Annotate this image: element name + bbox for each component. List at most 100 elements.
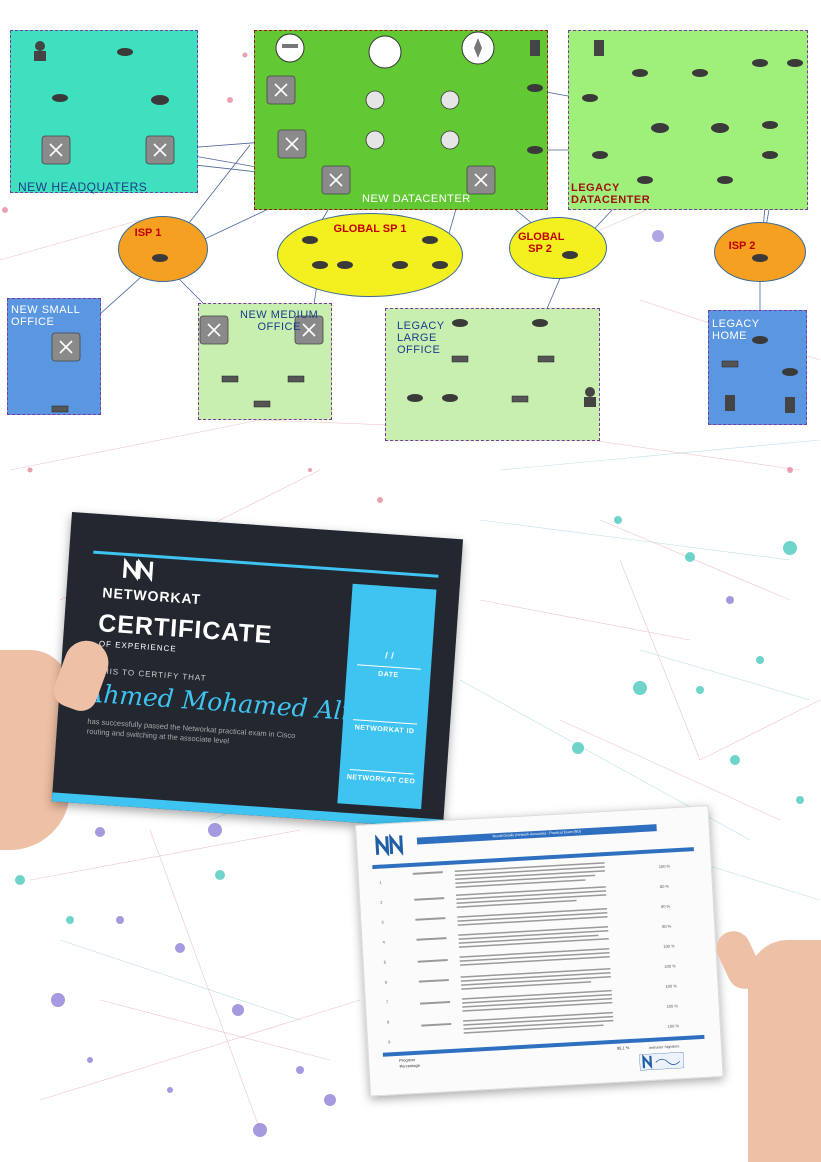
router-icon — [422, 236, 438, 244]
router-icon — [651, 123, 669, 133]
label-legacy-datacenter: LEGACY DATACENTER — [571, 182, 651, 206]
router-icon — [302, 236, 318, 244]
router-icon — [527, 84, 543, 92]
exam-report-sheet: Result Details (Network Associate) - Pra… — [355, 805, 724, 1097]
certificate-side-panel: / / DATE NETWORKAT ID NETWORKAT CEO — [337, 583, 437, 810]
certificate-brand: NETWORKAT — [101, 584, 202, 608]
user-icon — [34, 51, 46, 61]
row-pct: 100 % — [666, 1003, 679, 1009]
router-icon — [152, 254, 168, 262]
certificate-description: has successfully passed the Networkat pr… — [86, 716, 296, 746]
divider — [357, 664, 421, 670]
switch-icon — [221, 375, 239, 383]
label-new-small-office: NEW SMALL OFFICE — [11, 304, 81, 328]
switch-icon — [537, 355, 555, 363]
user-icon — [584, 397, 596, 407]
divider — [353, 719, 418, 725]
server-icon — [530, 40, 540, 56]
label-new-medium-office: NEW MEDIUM OFFICE — [240, 309, 319, 333]
router-icon — [711, 123, 729, 133]
multilayer-switch-icon — [440, 130, 460, 150]
orchestrator-icon — [282, 44, 298, 54]
report-header-banner: Result Details (Network Associate) - Pra… — [416, 824, 657, 845]
router-icon — [527, 146, 543, 154]
report-table-body — [412, 862, 614, 1034]
multilayer-switch-icon — [365, 130, 385, 150]
router-icon — [762, 121, 778, 129]
row-pct: 100 % — [663, 943, 675, 949]
provider-global-sp2 — [509, 217, 607, 279]
router-icon — [782, 368, 798, 376]
router-icon — [692, 69, 708, 77]
vsmart-icon — [474, 38, 482, 58]
report-progress-label: Progress Percentage — [399, 1057, 420, 1070]
router-icon — [762, 151, 778, 159]
row-pct: 100 % — [664, 963, 676, 969]
label-new-headquarters: NEW HEADQUATERS — [18, 180, 148, 194]
report-final-percentage: 95.1 % — [616, 1045, 630, 1051]
router-icon — [432, 261, 448, 269]
label-global-sp1: GLOBAL SP 1 — [333, 223, 407, 235]
vbond-icon — [368, 35, 402, 69]
router-icon — [52, 94, 68, 102]
router-icon — [582, 94, 598, 102]
router-icon — [151, 95, 169, 105]
router-icon — [752, 59, 768, 67]
label-isp2: ISP 2 — [728, 240, 756, 252]
router-icon — [632, 69, 648, 77]
switch-icon — [253, 400, 271, 408]
zone-legacy-home — [708, 310, 807, 425]
router-icon — [407, 394, 423, 402]
user-icon — [585, 387, 595, 397]
date-label: DATE — [377, 670, 399, 680]
networkat-report-logo-icon — [375, 833, 404, 857]
topology-devices — [34, 31, 803, 413]
label-legacy-large-office: LEGACY LARGE OFFICE — [397, 320, 445, 356]
switch-icon — [451, 355, 469, 363]
multilayer-switch-icon — [365, 90, 385, 110]
router-icon — [117, 48, 133, 56]
switch-icon — [511, 395, 529, 403]
label-isp1: ISP 1 — [134, 227, 162, 239]
label-global-sp2: GLOBAL SP 2 — [518, 231, 565, 255]
user-icon — [35, 41, 45, 51]
row-pct: 80 % — [660, 903, 671, 910]
row-pct: 80 % — [659, 883, 670, 890]
report-header-text: Result Details (Network Associate) - Pra… — [492, 829, 582, 839]
zone-legacy-large-office — [385, 308, 600, 441]
divider — [349, 769, 414, 775]
router-icon — [717, 176, 733, 184]
switch-icon — [287, 375, 305, 383]
progress-label-2: Percentage — [399, 1062, 421, 1069]
router-icon — [562, 251, 578, 259]
server-icon — [785, 397, 795, 413]
report-signature-label: Instructor Signature — [648, 1044, 680, 1050]
row-pct: 100 % — [665, 983, 677, 989]
switch-icon — [721, 360, 739, 368]
certificate-card: NETWORKAT CERTIFICATE OF EXPERIENCE THIS… — [51, 512, 464, 829]
router-icon — [312, 261, 328, 269]
router-icon — [637, 176, 653, 184]
router-icon — [452, 319, 468, 327]
router-icon — [592, 151, 608, 159]
provider-isp2 — [714, 222, 806, 282]
provider-isp1 — [118, 216, 208, 282]
router-icon — [752, 336, 768, 344]
multilayer-switch-icon — [440, 90, 460, 110]
date-value: / / — [384, 650, 395, 661]
provider-global-sp1 — [277, 213, 463, 297]
row-pct: 80 % — [662, 923, 672, 930]
router-icon — [787, 59, 803, 67]
zone-new-datacenter — [254, 30, 548, 210]
row-pct: 100 % — [658, 863, 671, 870]
router-icon — [532, 319, 548, 327]
router-icon — [337, 261, 353, 269]
server-icon — [594, 40, 604, 56]
report-stamp-logo-icon — [639, 1052, 685, 1071]
router-icon — [392, 261, 408, 269]
networkat-logo-icon — [122, 557, 154, 583]
network-topology-diagram: NEW HEADQUATERS NEW DATACENTER LEGACY DA… — [0, 0, 821, 460]
router-icon — [752, 254, 768, 262]
networkat-ceo-label: NETWORKAT CEO — [346, 773, 416, 786]
